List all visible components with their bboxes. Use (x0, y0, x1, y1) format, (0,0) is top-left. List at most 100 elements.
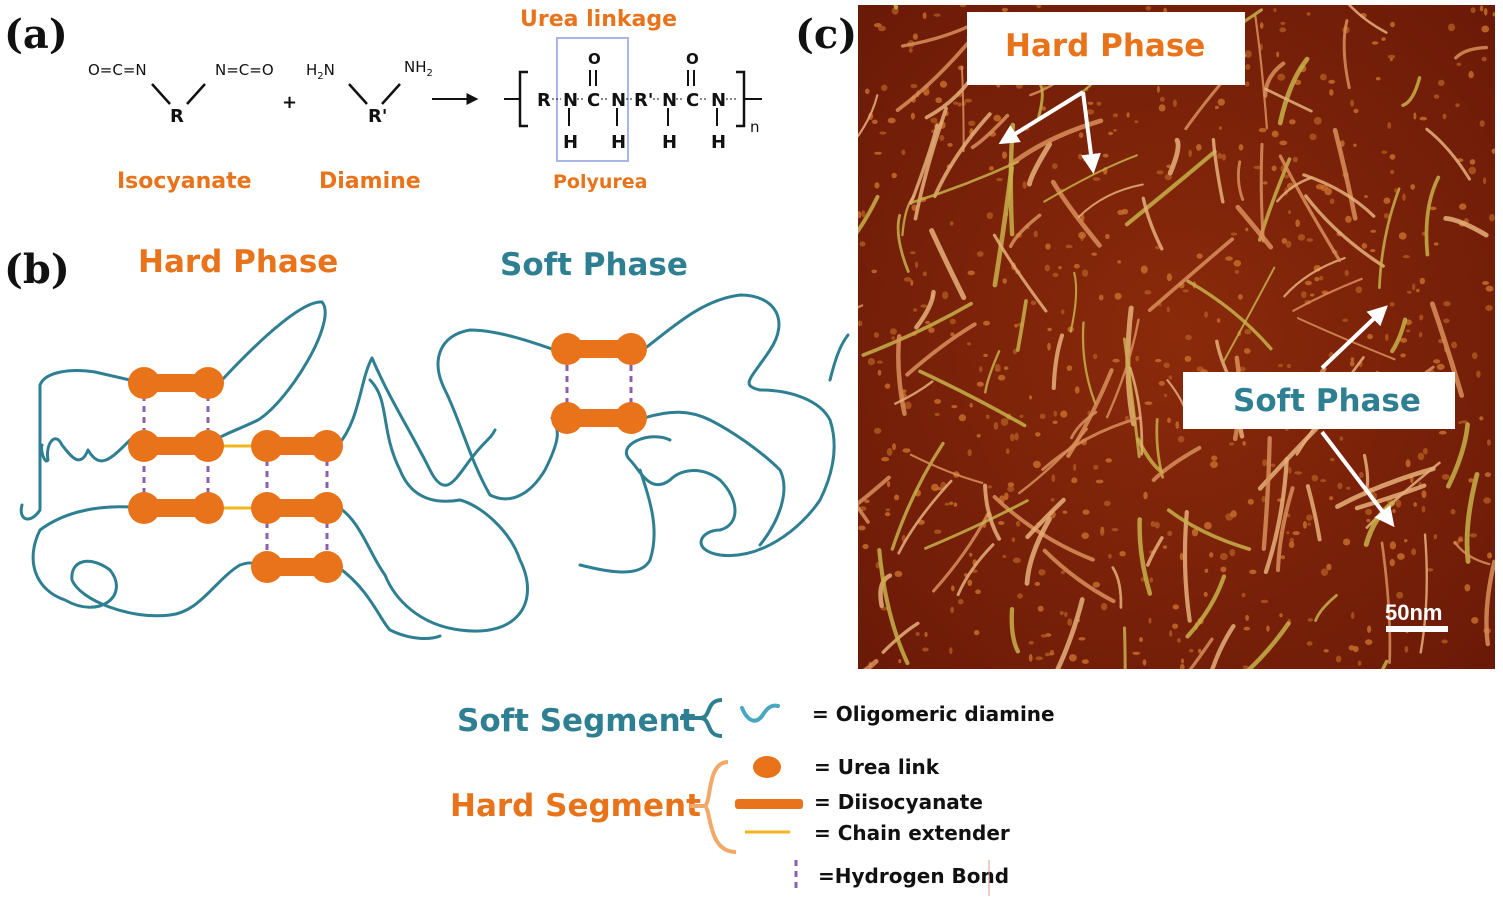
afm-hard-fiber (918, 369, 1027, 428)
afm-domain-dot (1167, 417, 1171, 423)
panel-label-c: (c) (795, 11, 857, 58)
diisocyanate-icon (735, 799, 803, 809)
afm-domain-dot (1172, 623, 1179, 629)
afm-hard-fiber (1236, 160, 1245, 201)
afm-domain-dot (1039, 413, 1046, 419)
afm-domain-dot (1144, 290, 1152, 295)
afm-domain-dot (910, 279, 914, 286)
afm-domain-dot (879, 131, 887, 135)
afm-domain-dot (939, 80, 948, 88)
afm-domain-dot (864, 499, 870, 504)
afm-domain-dot (985, 414, 990, 420)
afm-domain-dot (1394, 188, 1398, 193)
afm-hard-fiber (1296, 317, 1396, 361)
afm-domain-dot (1166, 306, 1170, 313)
afm-domain-dot (1485, 285, 1494, 292)
afm-domain-dot (1491, 148, 1495, 154)
afm-hard-fiber (913, 106, 948, 221)
afm-domain-dot (1355, 286, 1363, 294)
afm-domain-dot (1064, 611, 1068, 618)
afm-domain-dot (1233, 260, 1242, 267)
afm-domain-dot (1108, 553, 1112, 559)
afm-domain-dot (1441, 639, 1448, 644)
afm-domain-dot (1469, 533, 1478, 538)
soft-segment-chain (828, 333, 850, 382)
afm-domain-dot (1357, 660, 1362, 666)
afm-domain-dot (1433, 534, 1438, 540)
afm-domain-dot (1002, 554, 1007, 559)
hard-segment-unit (128, 430, 224, 462)
bond-line (186, 83, 206, 105)
afm-hard-fiber (1305, 484, 1322, 542)
afm-domain-dot (977, 251, 984, 257)
afm-hard-fiber (1186, 279, 1273, 351)
afm-domain-dot (878, 25, 886, 32)
afm-domain-dot (1468, 166, 1477, 175)
afm-domain-dot (1487, 552, 1493, 559)
afm-domain-dot (1189, 648, 1194, 653)
afm-domain-dot (873, 332, 880, 338)
afm-domain-dot (1306, 641, 1313, 646)
afm-domain-dot (958, 414, 967, 422)
afm-hard-fiber (862, 658, 879, 669)
afm-hard-fiber (858, 304, 864, 309)
afm-domain-dot (1073, 463, 1077, 472)
soft-phase-arrow (1320, 305, 1388, 370)
afm-domain-dot (913, 308, 918, 312)
soft-segment-chain (206, 300, 327, 447)
afm-domain-dot (1086, 109, 1095, 115)
afm-domain-dot (1404, 539, 1408, 543)
afm-domain-dot (1390, 169, 1395, 175)
afm-hard-fiber (878, 573, 893, 609)
afm-domain-dot (1177, 435, 1185, 443)
afm-hard-fiber (1454, 45, 1488, 60)
afm-hard-fiber (1151, 445, 1202, 482)
afm-domain-dot (1082, 269, 1089, 277)
afm-hard-fiber (1263, 61, 1286, 98)
hard-segment-unit (551, 333, 647, 365)
afm-domain-dot (1011, 537, 1016, 543)
afm-domain-dot (1135, 355, 1140, 362)
afm-domain-dot (983, 320, 990, 326)
afm-hard-fiber (1081, 321, 1097, 405)
afm-domain-dot (1114, 292, 1122, 300)
afm-domain-dot (1398, 232, 1407, 240)
afm-domain-dot (1230, 510, 1237, 518)
scale-bar (1386, 626, 1448, 632)
afm-domain-dot (1279, 27, 1286, 33)
afm-domain-dot (1261, 495, 1266, 503)
afm-domain-dot (1045, 243, 1051, 250)
afm-domain-dot (1335, 655, 1342, 663)
afm-domain-dot (1292, 156, 1298, 163)
afm-domain-dot (1003, 366, 1009, 371)
afm-domain-dot (1345, 215, 1352, 223)
afm-domain-dot (1481, 25, 1490, 33)
afm-domain-dot (1456, 62, 1462, 66)
soft-segment-chain (368, 378, 462, 503)
afm-domain-dot (968, 120, 976, 127)
afm-domain-dot (873, 427, 882, 434)
right-bracket (736, 70, 746, 128)
afm-domain-dot (894, 494, 900, 501)
afm-domain-dot (1309, 133, 1317, 141)
afm-domain-dot (1198, 648, 1202, 654)
afm-domain-dot (1028, 640, 1034, 645)
afm-domain-dot (950, 606, 954, 614)
afm-hard-fiber (1167, 137, 1181, 176)
afm-domain-dot (949, 501, 954, 505)
afm-domain-dot (925, 320, 930, 324)
afm-hard-fiber (1043, 154, 1138, 203)
afm-domain-dot (876, 360, 883, 364)
afm-hard-fiber (1009, 607, 1021, 654)
afm-domain-dot (1346, 486, 1351, 490)
afm-domain-dot (898, 659, 902, 664)
afm-domain-dot (1081, 659, 1089, 664)
afm-hard-fiber (1235, 204, 1274, 250)
afm-hard-fiber (1008, 118, 1104, 167)
afm-domain-dot (1052, 272, 1059, 278)
afm-domain-dot (1047, 342, 1051, 351)
hard-phase-arrow (1081, 91, 1101, 174)
afm-domain-dot (1245, 614, 1249, 621)
afm-domain-dot (908, 48, 913, 53)
afm-domain-dot (1036, 5, 1042, 9)
